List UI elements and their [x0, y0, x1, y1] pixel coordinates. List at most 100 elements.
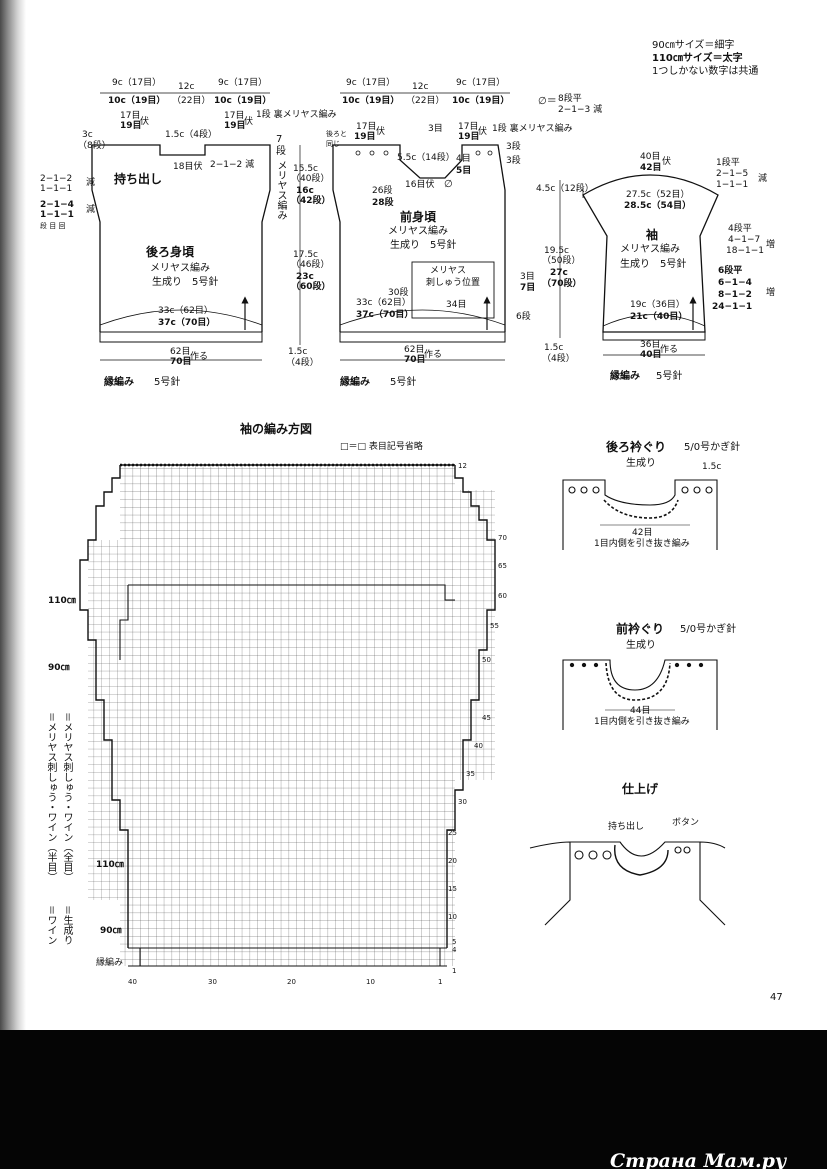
- back-shoulder-left-110: 19目: [120, 121, 142, 131]
- chart-row-15: 15: [448, 885, 457, 893]
- chart-size-90-b: 90㎝: [100, 926, 122, 936]
- front-title: 前身頃: [400, 210, 437, 224]
- back-top-mid-90: 12c: [178, 82, 195, 92]
- sleeve-cast-90: 36目: [640, 340, 661, 350]
- front-phi-mark: ∅: [444, 179, 453, 190]
- chart-col-1: 1: [438, 978, 443, 986]
- chart-col-20: 20: [287, 978, 296, 986]
- front-neck-yarn: 生成り: [626, 640, 656, 651]
- sleeve-phi-even: 8段平: [558, 94, 582, 104]
- sleeve-piece-outline: [582, 174, 719, 341]
- back-vertical-stockinette: メリヤス編み: [275, 160, 286, 220]
- front-shoulder-left-110: 19目: [354, 132, 376, 142]
- height-yoke-110-rows: （42段）: [291, 196, 331, 206]
- front-5sts: 5目: [456, 166, 472, 176]
- back-width-110: 37c（70目）: [158, 318, 216, 328]
- back-yarn: 生成り 5号針: [152, 277, 219, 288]
- front-neck-count: 44目: [630, 706, 651, 716]
- back-dec2-label: 減: [86, 205, 96, 215]
- front-embroidery-side-110: 7目: [520, 283, 536, 293]
- back-shoulder-left-90: 17目: [120, 111, 141, 121]
- front-dim-lines: [340, 92, 561, 361]
- chart-row-40: 40: [474, 742, 483, 750]
- front-buttonholes: [355, 150, 493, 156]
- back-dec2-a: 2−1−4: [40, 200, 74, 210]
- back-rib-needle: 5号針: [154, 377, 181, 388]
- chart-row-30: 30: [458, 798, 467, 806]
- sleeve-inc2-even: 6段平: [718, 266, 743, 276]
- chart-row-50: 50: [482, 656, 491, 664]
- front-width-90: 33c（62目）: [356, 298, 411, 308]
- back-neck-title: 後ろ衿ぐり: [606, 440, 667, 454]
- sleeve-length-90: 19.5c: [544, 246, 569, 256]
- front-stitch: メリヤス編み: [388, 226, 448, 237]
- sleeve-cast-label: 作る: [660, 345, 679, 355]
- front-top-mid-count: （22目）: [406, 96, 445, 106]
- chart-legend-embroidery-half: ＝メリヤス刺しゅう・ワイン（半目）: [45, 712, 56, 882]
- back-bind-left: 伏: [140, 117, 150, 127]
- finish-title: 仕上げ: [622, 782, 659, 796]
- back-top-right-110: 10c（19目）: [214, 96, 272, 106]
- back-cast-label: 作る: [190, 352, 209, 362]
- back-cast-90: 62目: [170, 347, 191, 357]
- front-embroidery-side-90: 3目: [520, 272, 535, 282]
- sleeve-inc2-label: 増: [766, 288, 776, 298]
- front-neck-bind: 16目伏: [405, 180, 435, 190]
- sleeve-inc-2: 18−1−1: [726, 246, 764, 256]
- sleeve-inc-label: 増: [766, 240, 776, 250]
- sleeve-length-90-rows: （50段）: [542, 256, 581, 266]
- sleeve-cap-dec-1: 2−1−5: [716, 169, 749, 179]
- back-title: 後ろ身頃: [146, 245, 195, 259]
- front-rib-label: 縁編み: [340, 377, 370, 388]
- front-height-90: 26段: [372, 186, 393, 196]
- back-bind-right: 伏: [244, 117, 254, 127]
- chart-legend-wine: ＝ワイン: [45, 905, 56, 945]
- size-legend-line3: 1つしかない数字は共通: [652, 66, 759, 77]
- finish-button: ボタン: [672, 818, 700, 828]
- front-neck-detail: [562, 659, 718, 730]
- chart-row-1: 1: [452, 967, 457, 975]
- chart-row-20: 20: [448, 857, 457, 865]
- chart-size-90-a: 90㎝: [48, 663, 70, 673]
- sleeve-cap-dec-label: 減: [758, 174, 768, 184]
- back-piece-outline: [91, 144, 271, 343]
- size-legend-line2: 110㎝サイズ＝太字: [652, 53, 743, 64]
- front-embroidery-label-2: 刺しゅう位置: [426, 278, 481, 288]
- height-rib-rows: （4段）: [286, 358, 319, 368]
- sleeve-phi-dec: 2−1−3 減: [558, 105, 603, 115]
- front-neck-hook: 5/0号かぎ針: [680, 624, 737, 635]
- back-top-right-90: 9c（17目）: [218, 78, 268, 88]
- sleeve-title: 袖: [646, 228, 659, 242]
- back-shoulder-right-90: 17目: [224, 111, 245, 121]
- front-cast-90: 62目: [404, 345, 425, 355]
- front-piece-outline: [332, 144, 506, 343]
- sleeve-top-bind: 伏: [662, 157, 672, 167]
- height-body-90: 17.5c: [293, 250, 318, 260]
- sleeve-rib-rows: （4段）: [542, 354, 575, 364]
- back-neck-yarn: 生成り: [626, 458, 656, 469]
- front-top-left-90: 9c（17目）: [346, 78, 396, 88]
- front-rib-needle: 5号針: [390, 377, 417, 388]
- back-dec1-label: 減: [86, 178, 96, 188]
- book-binding-shadow: [0, 0, 26, 1030]
- front-3rows-a: 3段: [506, 142, 521, 152]
- back-stitch: メリヤス編み: [150, 263, 210, 274]
- sleeve-low-90: 19c（36目）: [630, 300, 685, 310]
- chart-row-60: 60: [498, 592, 507, 600]
- front-embroidery-label-1: メリヤス: [430, 266, 467, 276]
- chart-col-30: 30: [208, 978, 217, 986]
- front-cast-label: 作る: [424, 350, 443, 360]
- back-neck-bind: 18目伏: [173, 162, 203, 172]
- chart-row-65: 65: [498, 562, 507, 570]
- chart-col-40: 40: [128, 978, 137, 986]
- back-neck-hook: 5/0号かぎ針: [684, 442, 741, 453]
- front-top-right-110: 10c（19目）: [452, 96, 510, 106]
- front-height-110: 28段: [372, 198, 394, 208]
- front-top-mid-90: 12c: [412, 82, 429, 92]
- front-neck-note: 1目内側を引き抜き編み: [594, 717, 690, 727]
- watermark-logo: Страна Мам.ру: [610, 1150, 787, 1172]
- front-embroidery-sts: 34目: [446, 300, 467, 310]
- sleeve-inc-1: 4−1−7: [728, 235, 761, 245]
- chart-row-10: 10: [448, 913, 457, 921]
